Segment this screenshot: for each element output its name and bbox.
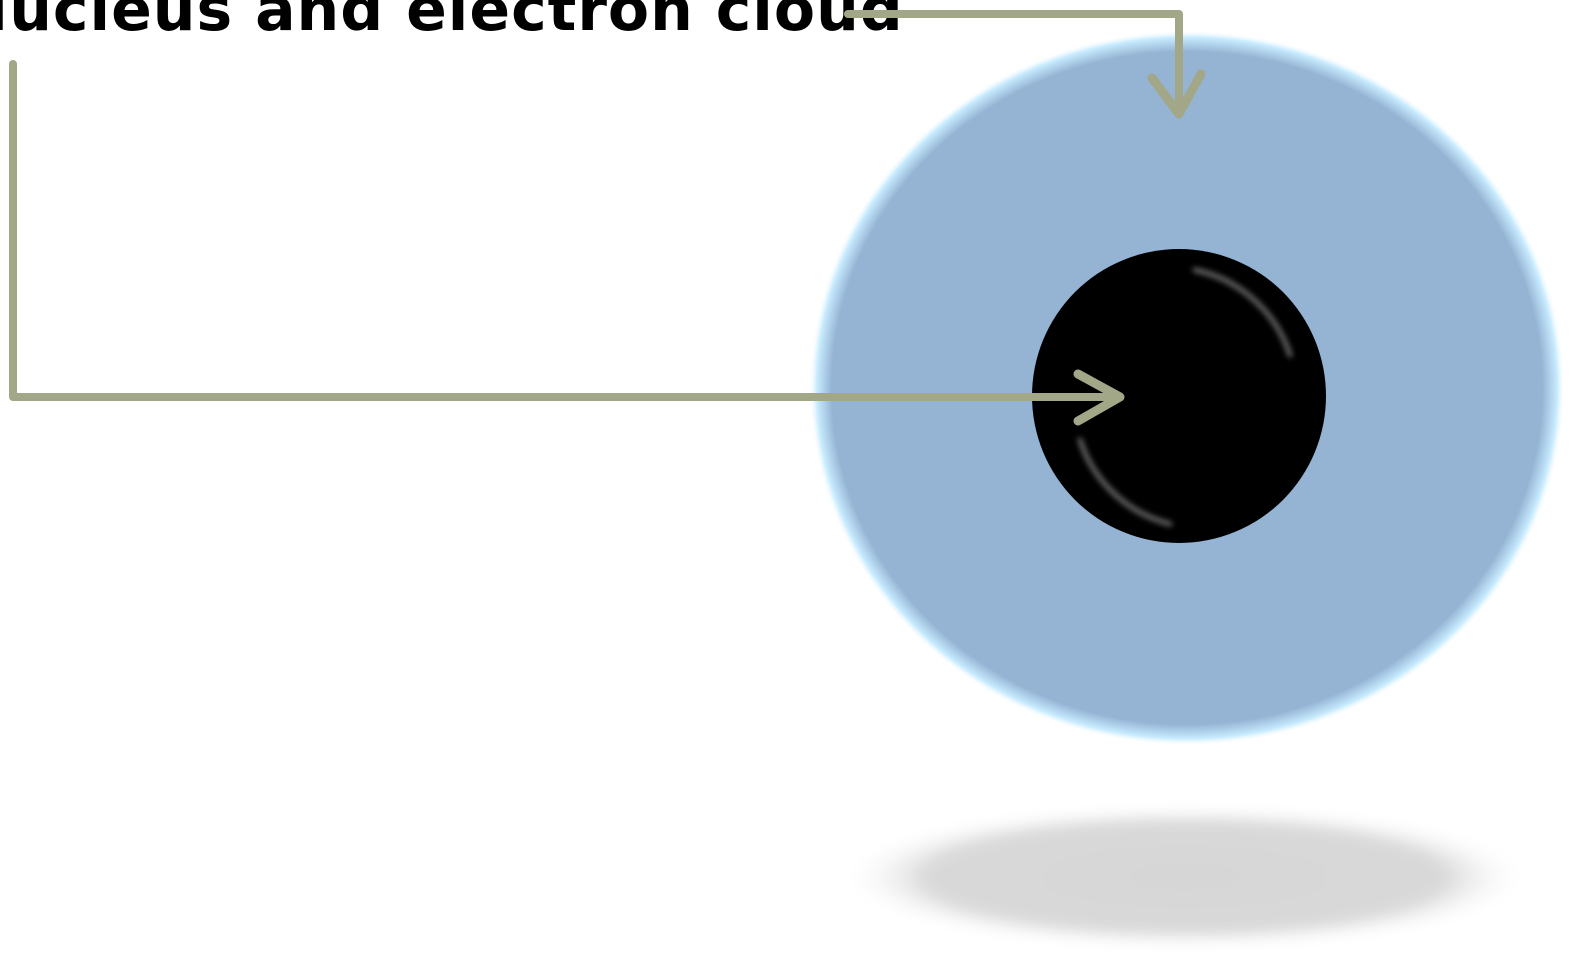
atom-shadow <box>840 805 1530 949</box>
nucleus <box>1032 249 1326 543</box>
connector-arrow-cloud <box>844 10 1206 119</box>
diagram-caption: Nucleus and electron cloud <box>0 0 904 45</box>
connector-arrow-nucleus <box>9 60 1125 426</box>
